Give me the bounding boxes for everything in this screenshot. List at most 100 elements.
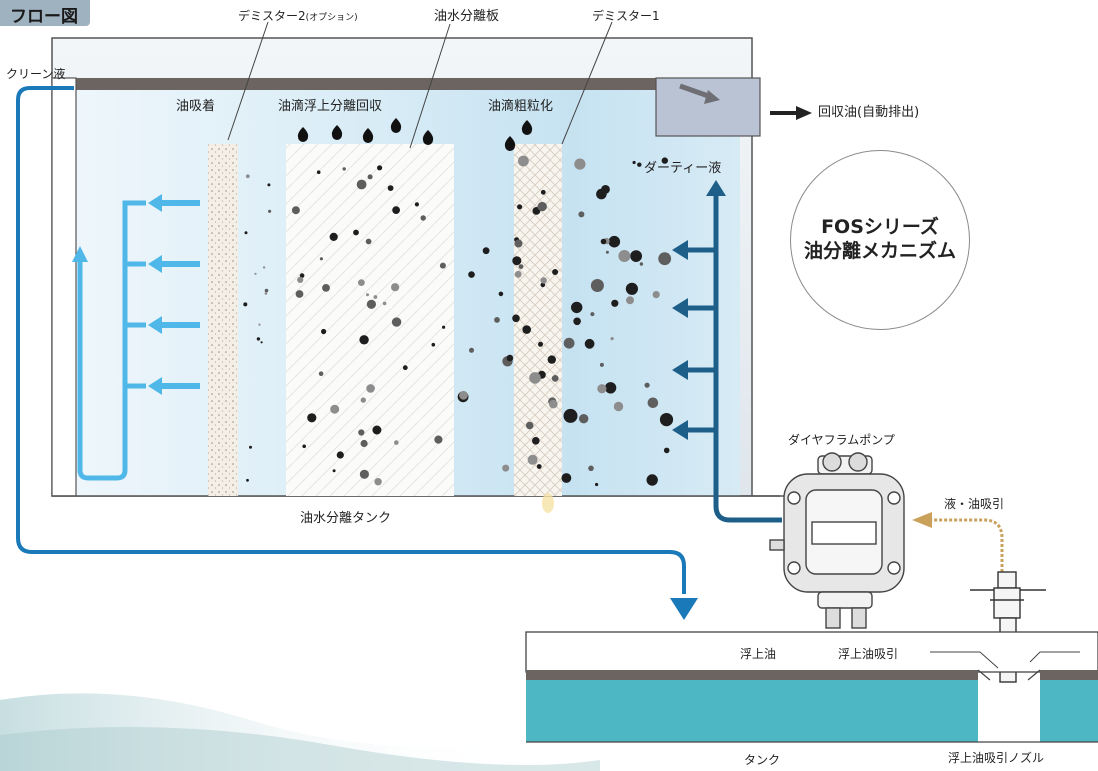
oil-droplet bbox=[382, 301, 387, 306]
oil-droplet bbox=[316, 170, 321, 174]
series-badge: FOSシリーズ 油分離メカニズム bbox=[790, 150, 970, 330]
oil-droplet bbox=[502, 464, 510, 472]
diaphragm-pump bbox=[769, 452, 905, 629]
oil-droplet bbox=[588, 465, 594, 472]
oil-droplet bbox=[579, 414, 589, 424]
oil-droplet bbox=[506, 354, 514, 362]
oil-droplet bbox=[254, 272, 257, 275]
oil-droplet bbox=[540, 282, 546, 288]
suction-arrow-head bbox=[912, 512, 932, 528]
water-decoration bbox=[0, 693, 520, 771]
label-suction-nozzle: 浮上油吸引ノズル bbox=[948, 751, 1045, 765]
oil-droplet bbox=[644, 382, 650, 388]
oil-droplet bbox=[518, 264, 524, 269]
oil-droplet bbox=[267, 183, 271, 187]
oil-droplet bbox=[244, 231, 248, 235]
oil-droplet bbox=[637, 162, 642, 167]
oil-droplet bbox=[414, 202, 419, 207]
oil-droplet bbox=[319, 257, 323, 261]
oil-droplet bbox=[366, 299, 376, 309]
oil-droplet bbox=[291, 206, 300, 215]
oil-droplet bbox=[442, 325, 446, 329]
oil-droplet bbox=[342, 167, 346, 171]
oil-droplet bbox=[613, 401, 624, 412]
oil-droplet bbox=[618, 250, 631, 262]
oil-droplet bbox=[391, 283, 400, 292]
label-liquid-oil-suction: 液・油吸引 bbox=[944, 497, 1005, 511]
oil-droplet bbox=[608, 235, 621, 248]
oil-droplet bbox=[525, 421, 534, 430]
label-diaphragm-pump: ダイヤフラムポンプ bbox=[788, 433, 895, 447]
oil-droplet bbox=[540, 277, 547, 284]
leader-lines bbox=[227, 21, 1080, 669]
oil-droplet bbox=[578, 211, 585, 218]
oil-droplet bbox=[330, 404, 340, 414]
rising-oil-drop bbox=[297, 127, 309, 142]
oil-droplet bbox=[360, 439, 368, 448]
label-floating-oil: 浮上油 bbox=[740, 647, 777, 661]
oil-droplet bbox=[360, 397, 366, 403]
oil-droplet bbox=[420, 215, 426, 221]
oil-droplet bbox=[596, 188, 607, 200]
oil-droplet bbox=[494, 317, 500, 323]
rising-oil-drop bbox=[504, 136, 516, 151]
oil-droplet bbox=[512, 314, 520, 323]
oil-droplet bbox=[394, 440, 399, 445]
separator-plate bbox=[286, 144, 454, 496]
clean-arrow-heads bbox=[72, 194, 200, 395]
oil-droplet bbox=[611, 299, 619, 307]
rising-oil-drop bbox=[521, 120, 533, 135]
page-title: フロー図 bbox=[0, 0, 90, 27]
label-clean-liquid: クリーン液 bbox=[6, 67, 66, 81]
oil-droplet bbox=[512, 256, 522, 266]
oil-droplet bbox=[597, 384, 607, 394]
oil-droplet bbox=[262, 266, 266, 269]
oil-droplet bbox=[318, 371, 324, 377]
clean-return-line bbox=[16, 86, 686, 594]
oil-droplet bbox=[468, 271, 475, 278]
oil-droplets bbox=[243, 118, 674, 487]
oil-droplet bbox=[359, 335, 369, 345]
rising-oil-drop bbox=[422, 130, 434, 145]
oil-droplet bbox=[552, 269, 559, 275]
oil-droplet bbox=[547, 355, 556, 364]
demister-1 bbox=[514, 144, 562, 496]
oil-droplet bbox=[329, 232, 338, 241]
oil-droplet bbox=[659, 413, 674, 427]
oil-droplet bbox=[307, 413, 317, 423]
oil-droplet bbox=[245, 174, 250, 179]
oil-droplet bbox=[358, 279, 365, 286]
label-demister-2-option: (オプション) bbox=[305, 13, 358, 23]
oil-droplet bbox=[549, 399, 558, 409]
oil-droplet bbox=[647, 397, 659, 409]
oil-droplet bbox=[563, 337, 575, 349]
oil-droplet bbox=[365, 238, 372, 245]
oil-droplet bbox=[373, 295, 378, 299]
oil-droplet bbox=[258, 323, 261, 326]
label-dirty-liquid: ダーティー液 bbox=[644, 161, 722, 176]
oil-droplet bbox=[498, 291, 504, 297]
oil-droplet bbox=[604, 382, 617, 394]
oil-film-top bbox=[76, 78, 656, 90]
oil-droplet bbox=[295, 290, 304, 298]
label-droplet-coarsening: 油滴粗粒化 bbox=[488, 99, 554, 114]
oil-droplet bbox=[563, 408, 578, 423]
label-oil-adsorption: 油吸着 bbox=[176, 99, 216, 114]
label-demister-2-text: デミスター2 bbox=[238, 9, 306, 23]
oil-droplet bbox=[561, 473, 572, 483]
badge-line-1: FOSシリーズ bbox=[821, 216, 939, 239]
oil-droplet bbox=[626, 296, 634, 305]
oil-droplet bbox=[646, 474, 658, 486]
oil-droplet bbox=[332, 469, 336, 473]
oil-outlet-box bbox=[655, 77, 761, 137]
oil-droplet bbox=[459, 390, 468, 400]
oil-droplet bbox=[584, 338, 595, 349]
oil-droplet bbox=[630, 250, 642, 262]
label-demister-2: デミスター2(オプション) bbox=[238, 10, 358, 23]
label-tank: タンク bbox=[744, 753, 781, 767]
rising-oil-drop bbox=[362, 128, 374, 143]
oil-droplet bbox=[605, 250, 609, 254]
oil-droplet bbox=[366, 293, 369, 297]
oil-droplet bbox=[264, 288, 269, 293]
